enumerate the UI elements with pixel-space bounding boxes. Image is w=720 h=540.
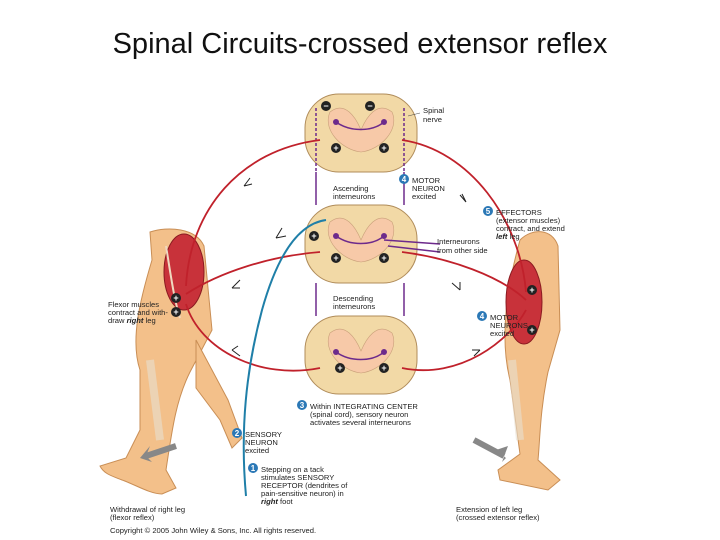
svg-text:(extensor muscles): (extensor muscles) <box>496 216 561 225</box>
copyright: Copyright © 2005 John Wiley & Sons, Inc.… <box>110 526 316 535</box>
svg-text:+: + <box>529 285 534 295</box>
step-4-top: 4 MOTOR NEURON excited <box>399 174 445 201</box>
svg-text:Extension of left leg: Extension of left leg <box>456 505 522 514</box>
svg-text:MOTOR: MOTOR <box>490 313 519 322</box>
svg-text:(crossed extensor reflex): (crossed extensor reflex) <box>456 513 540 522</box>
svg-text:Stepping on a tack: Stepping on a tack <box>261 465 324 474</box>
sensory-neuron <box>242 219 327 497</box>
svg-text:+: + <box>337 363 342 373</box>
svg-text:5: 5 <box>486 207 491 216</box>
svg-text:excited: excited <box>245 446 269 455</box>
svg-text:4: 4 <box>402 175 407 184</box>
svg-text:SENSORY: SENSORY <box>245 430 282 439</box>
label-ascending: Ascending interneurons <box>333 184 375 201</box>
motor-pathways <box>185 139 527 372</box>
svg-text:+: + <box>173 307 178 317</box>
svg-text:4: 4 <box>480 312 485 321</box>
step-2: 2 SENSORY NEURON excited <box>232 428 282 455</box>
svg-text:from other side: from other side <box>437 246 488 255</box>
step-1: 1 Stepping on a tack stimulates SENSORY … <box>248 463 348 506</box>
svg-text:Within INTEGRATING CENTER: Within INTEGRATING CENTER <box>310 402 418 411</box>
svg-text:−: − <box>323 101 328 111</box>
svg-text:nerve: nerve <box>423 115 442 124</box>
extension-arrow <box>472 437 506 459</box>
svg-text:Interneurons: Interneurons <box>437 237 480 246</box>
step-3: 3 Within INTEGRATING CENTER (spinal cord… <box>297 400 418 427</box>
svg-text:activates several interneurons: activates several interneurons <box>310 418 411 427</box>
svg-text:1: 1 <box>251 464 256 473</box>
spinal-cord-bottom <box>304 315 418 395</box>
svg-text:interneurons: interneurons <box>333 302 375 311</box>
svg-text:(spinal cord), sensory neuron: (spinal cord), sensory neuron <box>310 410 408 419</box>
svg-text:interneurons: interneurons <box>333 192 375 201</box>
svg-text:2: 2 <box>235 429 240 438</box>
svg-text:draw right leg: draw right leg <box>108 316 156 325</box>
svg-text:Descending: Descending <box>333 294 373 303</box>
svg-text:+: + <box>381 143 386 153</box>
svg-text:contract and with-: contract and with- <box>108 308 168 317</box>
svg-text:excited: excited <box>490 329 514 338</box>
label-withdrawal: Withdrawal of right leg (flexor reflex) <box>110 505 185 522</box>
motor-arrows <box>231 177 481 357</box>
svg-text:contract, and extend: contract, and extend <box>496 224 565 233</box>
svg-text:+: + <box>333 143 338 153</box>
svg-text:Ascending: Ascending <box>333 184 368 193</box>
svg-text:NEURON: NEURON <box>412 184 445 193</box>
svg-text:+: + <box>381 363 386 373</box>
svg-text:left leg: left leg <box>496 232 520 241</box>
svg-text:(flexor reflex): (flexor reflex) <box>110 513 155 522</box>
label-flexor: Flexor muscles contract and with- draw r… <box>108 300 168 325</box>
extensor-muscle <box>505 259 543 345</box>
label-interneurons-other-side: Interneurons from other side <box>437 237 488 255</box>
svg-text:−: − <box>367 101 372 111</box>
label-extension: Extension of left leg (crossed extensor … <box>456 505 540 522</box>
svg-text:Withdrawal of right leg: Withdrawal of right leg <box>110 505 185 514</box>
synapse-signs: − − + + + + + + + + + + + <box>171 101 537 373</box>
left-leg <box>497 231 561 491</box>
svg-text:NEURONS: NEURONS <box>490 321 528 330</box>
right-leg <box>99 228 243 495</box>
slide-title: Spinal Circuits-crossed extensor reflex <box>112 28 608 60</box>
spinal-cord-top <box>304 93 418 173</box>
svg-text:RECEPTOR (dendrites of: RECEPTOR (dendrites of <box>261 481 348 490</box>
svg-text:pain-sensitive neuron) in: pain-sensitive neuron) in <box>261 489 344 498</box>
svg-text:3: 3 <box>300 401 305 410</box>
withdrawal-arrow <box>145 443 177 459</box>
svg-text:excited: excited <box>412 192 436 201</box>
svg-text:+: + <box>333 253 338 263</box>
svg-text:+: + <box>311 231 316 241</box>
svg-text:Spinal: Spinal <box>423 106 444 115</box>
svg-text:Flexor muscles: Flexor muscles <box>108 300 159 309</box>
svg-text:+: + <box>529 325 534 335</box>
svg-text:NEURON: NEURON <box>245 438 278 447</box>
label-descending: Descending interneurons <box>333 294 375 311</box>
svg-text:+: + <box>381 253 386 263</box>
svg-text:stimulates SENSORY: stimulates SENSORY <box>261 473 334 482</box>
svg-text:right foot: right foot <box>261 497 294 506</box>
step-5: 5 EFFECTORS (extensor muscles) contract,… <box>483 206 565 241</box>
svg-text:EFFECTORS: EFFECTORS <box>496 208 542 217</box>
svg-text:MOTOR: MOTOR <box>412 176 441 185</box>
label-spinal-nerve: Spinal nerve <box>407 106 444 124</box>
step-4-middle: 4 MOTOR NEURONS excited <box>477 311 528 338</box>
svg-text:+: + <box>173 293 178 303</box>
